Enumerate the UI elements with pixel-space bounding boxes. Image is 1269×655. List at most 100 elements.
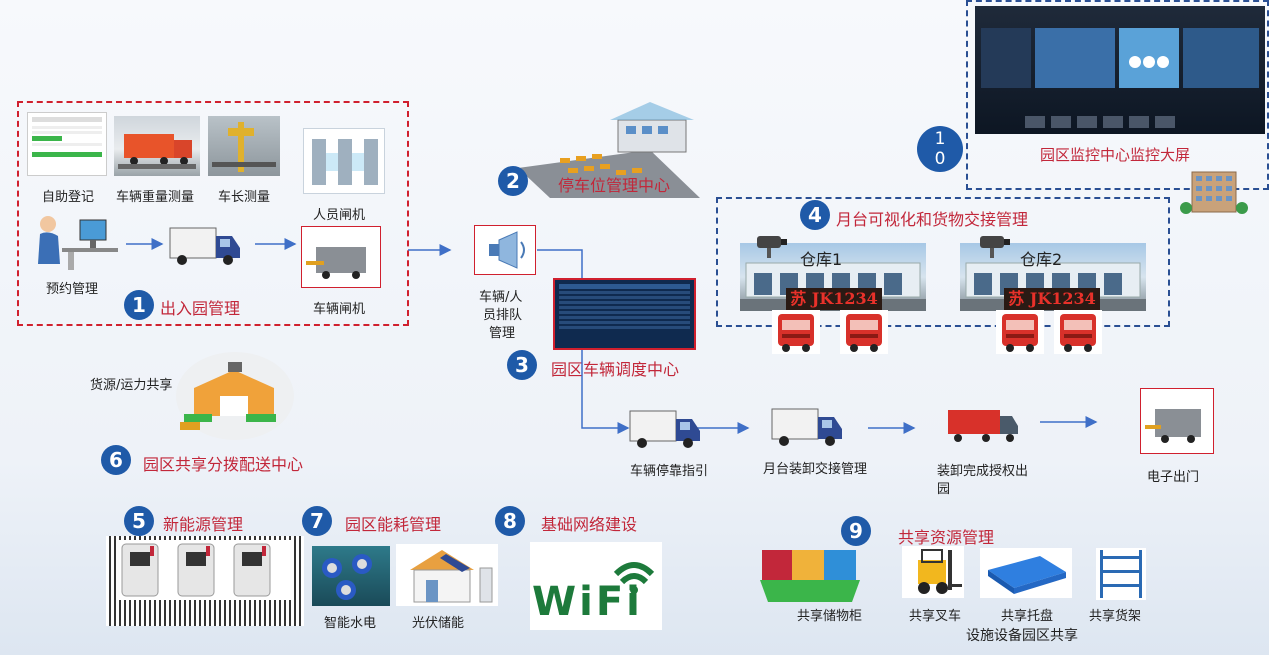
facility-share-label: 设施设备园区共享 [966, 628, 1078, 644]
plate-2-display: 苏 JK1234 [1004, 288, 1100, 310]
person-gate-image [303, 128, 385, 194]
storage-container-icon [760, 550, 860, 602]
section-6-number: 6 [101, 445, 131, 475]
pv-storage-image [396, 544, 498, 606]
section-1-number: 1 [124, 290, 154, 320]
turnstile-icon [312, 139, 378, 185]
smart-meter-label: 智能水电 [324, 616, 377, 631]
warehouse-2-label: 仓库2 [1020, 250, 1063, 269]
distribution-center-image [176, 352, 294, 440]
water-meter-icon [322, 554, 372, 600]
truck-weight-image [114, 116, 200, 176]
locker-image [760, 546, 860, 602]
e-exit-gate-image [1140, 388, 1214, 454]
pallet-label: 共享托盘 [1001, 609, 1054, 624]
section-10-frame [966, 0, 1269, 190]
warehouse-1-truck-a [772, 310, 820, 354]
warehouse-2-truck-a [996, 310, 1044, 354]
section-5-title: 新能源管理 [163, 515, 244, 534]
truck-weight-icon [118, 134, 196, 169]
shelf-icon [1100, 550, 1142, 598]
section-10-number-line2: 0 [934, 149, 946, 169]
parking-guide-label: 车辆停靠指引 [630, 464, 709, 479]
red-truck-icon [1060, 314, 1096, 352]
forklift-label: 共享叉车 [909, 609, 962, 624]
forklift-icon [918, 549, 962, 594]
ev-charger-image [106, 536, 304, 626]
warehouse-1-label: 仓库1 [800, 250, 843, 269]
section-2-number: 2 [498, 166, 528, 196]
section-5-number: 5 [124, 506, 154, 536]
semi-truck-icon [948, 410, 1018, 442]
pv-storage-label: 光伏储能 [412, 616, 465, 631]
distribution-warehouse-icon [180, 362, 276, 430]
truck-weight-label: 车辆重量测量 [116, 190, 195, 205]
platform-handover-label: 月台装卸交接管理 [763, 462, 868, 477]
dispatch-dashboard [553, 278, 696, 350]
person-gate-label: 人员闸机 [313, 208, 366, 223]
section-2-title: 停车位管理中心 [558, 176, 671, 195]
section-1-title: 出入园管理 [160, 299, 241, 318]
section-1-frame [17, 101, 409, 326]
section-10-number-line1: 1 [934, 129, 946, 149]
queue-label-line1: 车辆/人 [479, 290, 523, 305]
shelf-label: 共享货架 [1089, 609, 1142, 624]
section-9-number: 9 [841, 516, 871, 546]
section-4-title: 月台可视化和货物交接管理 [836, 210, 1029, 229]
self-register-label: 自助登记 [42, 190, 95, 205]
truck-length-label: 车长测量 [218, 190, 271, 205]
section-9-title: 共享资源管理 [898, 528, 995, 547]
section-4-frame [716, 197, 1170, 327]
section-10-title: 园区监控中心监控大屏 [1040, 146, 1191, 164]
pallet-icon [988, 556, 1066, 594]
camera-2-icon [980, 236, 1010, 258]
camera-1-icon [757, 236, 787, 258]
video-wall-icon [981, 28, 1259, 128]
locker-label: 共享储物柜 [797, 609, 863, 624]
red-truck-icon [846, 314, 882, 352]
monitor-wall-image [975, 6, 1265, 134]
parking-center-icon [518, 102, 700, 198]
section-3-number: 3 [507, 350, 537, 380]
charging-station-icon [116, 540, 292, 600]
platform-van-icon [771, 408, 842, 446]
cargo-share-label: 货源/运力共享 [90, 378, 173, 393]
smart-meter-image [312, 546, 390, 606]
section-6-title: 园区共享分拨配送中心 [143, 455, 304, 474]
truck-length-image [208, 116, 280, 176]
queue-loudspeaker-image [474, 225, 536, 275]
wifi-text: WiFi [532, 579, 643, 625]
length-sensor-icon [212, 122, 276, 172]
warehouse-1-truck-b [840, 310, 888, 354]
plate-1-display: 苏 JK1234 [786, 288, 882, 310]
section-7-title: 园区能耗管理 [345, 515, 442, 534]
operator-workstation-icon [38, 216, 118, 270]
forklift-image [902, 546, 964, 598]
red-truck-icon [778, 314, 814, 352]
section-3-title: 园区车辆调度中心 [551, 360, 680, 379]
shelf-image [1096, 548, 1146, 600]
section-8-title: 基础网络建设 [541, 515, 638, 534]
loudspeaker-icon [489, 231, 525, 269]
warehouse-2-truck-b [1054, 310, 1102, 354]
section-7-number: 7 [302, 506, 332, 536]
queue-label-line3: 管理 [489, 326, 516, 341]
vehicle-barrier-icon [306, 247, 366, 279]
e-exit-label: 电子出门 [1147, 470, 1200, 485]
wifi-icon [613, 562, 655, 594]
van-icon [169, 227, 240, 265]
section-10-number: 1 0 [917, 126, 963, 172]
section-8-number: 8 [495, 506, 525, 536]
vehicle-gate-label: 车辆闸机 [313, 302, 366, 317]
section-4-number: 4 [800, 200, 830, 230]
parking-guide-van-icon [629, 410, 700, 448]
office-building-icon [1180, 171, 1248, 214]
solar-house-icon [410, 550, 493, 603]
exit-barrier-icon [1145, 409, 1201, 443]
reservation-label: 预约管理 [46, 282, 99, 297]
red-truck-icon [1002, 314, 1038, 352]
wifi-image: WiFi [530, 542, 662, 630]
self-register-screen [27, 112, 107, 176]
exit-auth-label-line1: 装卸完成授权出 [937, 464, 1029, 479]
pallet-image [980, 548, 1072, 598]
